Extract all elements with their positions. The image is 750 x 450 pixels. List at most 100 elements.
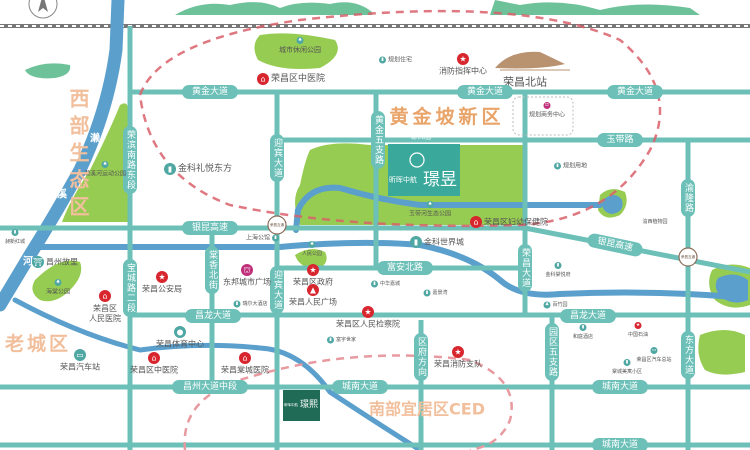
road-label[interactable]: 黄金大道 bbox=[182, 85, 238, 99]
road-label[interactable]: 区府方向 bbox=[414, 333, 428, 381]
park-area bbox=[25, 63, 71, 79]
road-label[interactable]: 东方大道 bbox=[681, 331, 695, 379]
poi-13[interactable]: ♣玉带河生态公园 bbox=[409, 201, 451, 218]
residence-icon bbox=[554, 262, 562, 269]
poi-0[interactable]: ♣城市休闲公园 bbox=[279, 37, 321, 54]
residence-icon bbox=[379, 56, 386, 64]
residence-icon-glyph: ▮ bbox=[168, 165, 172, 174]
poi-8[interactable]: ▮昶新红城 bbox=[5, 229, 25, 245]
poi-16[interactable]: ▮金科世界城 bbox=[410, 236, 464, 248]
poi-1[interactable]: ⌂荣昌区中医院 bbox=[257, 72, 325, 85]
poi-4[interactable]: ⛫规划商务中心 bbox=[529, 102, 565, 119]
poi-29[interactable]: ●荣昌体育中心 bbox=[156, 326, 204, 349]
project-box bbox=[283, 390, 320, 421]
road-name: 银昆高速 bbox=[192, 221, 228, 233]
poi-34[interactable]: ▮和庭酒店 bbox=[573, 324, 593, 340]
poi-label: 金科世界城 bbox=[424, 237, 464, 247]
poi-label: 富宇世家 bbox=[336, 336, 356, 343]
star-icon-glyph: ★ bbox=[365, 308, 372, 317]
poi-18[interactable]: ⛫东邦城市广场 bbox=[223, 264, 271, 287]
poi-25[interactable]: ▮嘉景湾 bbox=[423, 289, 448, 297]
road-label[interactable]: 黄金大道 bbox=[457, 85, 513, 99]
road-label[interactable]: 城南大道 bbox=[592, 380, 648, 394]
road-label[interactable]: 昌州大道中段 bbox=[172, 380, 248, 394]
road-name: 迎宾大道 bbox=[272, 137, 283, 178]
road-label[interactable]: 棠香北街 bbox=[205, 246, 219, 294]
poi-30[interactable]: ▭荣昌汽车站 bbox=[60, 349, 100, 372]
road-label[interactable]: 银昆高速 bbox=[182, 221, 238, 235]
road-label[interactable]: 黄金大道 bbox=[607, 85, 663, 99]
poi-3[interactable]: ★ 消防指挥中心 bbox=[439, 53, 487, 76]
poi-33[interactable]: ★荣昌消防支队 bbox=[434, 346, 482, 369]
road-label-pill bbox=[377, 261, 433, 275]
residence-icon bbox=[579, 324, 587, 331]
poi-21[interactable]: ▲荣昌人民广场 bbox=[289, 284, 337, 307]
road-label[interactable]: 昌龙大道 bbox=[185, 309, 241, 323]
poi-31[interactable]: ⌂荣昌区中医院 bbox=[130, 352, 178, 375]
road-name: 黄金大道 bbox=[192, 85, 228, 97]
road-name: 荣滨南路东段 bbox=[125, 129, 136, 190]
poi-7[interactable]: ♣濑溪河运动公园 bbox=[84, 161, 126, 178]
poi-10[interactable]: ♣海棠公园 bbox=[46, 279, 70, 296]
sports-icon bbox=[174, 326, 186, 338]
poi-19[interactable]: ▮瑞尔大酒店 bbox=[233, 300, 268, 308]
poi-6[interactable]: ▮金科礼悦东方 bbox=[164, 162, 232, 175]
road-label[interactable]: 昌龙大道 bbox=[560, 309, 616, 323]
star-icon-glyph: ★ bbox=[460, 55, 467, 64]
residence-icon-glyph: ▮ bbox=[14, 230, 17, 235]
road-label-pill bbox=[681, 179, 695, 217]
road-label[interactable]: 富安北路 bbox=[377, 261, 433, 275]
poi-35[interactable]: ★中国石油 bbox=[628, 322, 648, 338]
road-label[interactable]: 荣滨南路东段 bbox=[123, 126, 137, 194]
road-label[interactable]: 玉带路 bbox=[597, 133, 643, 147]
residence-icon-glyph: ▮ bbox=[582, 325, 585, 330]
poi-28[interactable]: ⌂荣昌区人民医院 bbox=[89, 290, 121, 323]
road-label-pill bbox=[270, 266, 284, 314]
residence-icon bbox=[164, 163, 176, 175]
road-label[interactable]: 渝隆路 bbox=[681, 179, 695, 217]
poi-27[interactable]: ♣百竹园 bbox=[543, 301, 568, 309]
poi-22[interactable]: ★荣昌区人民检察院 bbox=[336, 306, 400, 329]
poi-32[interactable]: ⌂荣昌棠城医院 bbox=[221, 352, 269, 375]
road-label[interactable]: 银昆高速 bbox=[586, 232, 644, 257]
road-label[interactable]: 黄金五支路 bbox=[371, 111, 385, 169]
interchange-icon bbox=[267, 215, 287, 235]
residence-icon-glyph: ▮ bbox=[274, 236, 277, 241]
poi-24[interactable]: ▮中华嘉城 bbox=[371, 280, 400, 288]
poi-26[interactable]: ▮金科棠悦府 bbox=[545, 262, 571, 278]
park-icon bbox=[308, 241, 316, 248]
road-label[interactable]: 园区五支路 bbox=[545, 323, 559, 381]
hospital-icon bbox=[239, 352, 251, 364]
poi-label: 昌州故里 bbox=[46, 257, 78, 267]
poi-36[interactable]: ▭荣昌区汽车总站 bbox=[636, 347, 672, 363]
road-label[interactable]: 城南大道 bbox=[592, 438, 648, 450]
park-area bbox=[254, 33, 338, 69]
road-label[interactable]: 城南大道 bbox=[332, 380, 388, 394]
poi-2[interactable]: ▮规划住宅 bbox=[379, 56, 412, 64]
poi-17[interactable]: ★荣昌公安局 bbox=[142, 271, 182, 294]
poi-15[interactable]: ♣人民公园 bbox=[302, 241, 322, 257]
road-name: 昌州大道中段 bbox=[183, 380, 237, 392]
road-label[interactable]: 迎宾大道 bbox=[270, 266, 284, 314]
poi-20[interactable]: ★荣昌区政府 bbox=[293, 264, 333, 287]
residence-icon bbox=[233, 300, 241, 308]
road-name: 区府方向 bbox=[416, 337, 427, 377]
road-name: 荣昌大道 bbox=[520, 247, 531, 288]
poi-37[interactable]: ▮棠城美寓小区 bbox=[612, 359, 642, 375]
poi-label: 濑溪河运动公园 bbox=[84, 170, 126, 178]
poi-5[interactable]: ▮规划用地 bbox=[554, 162, 587, 170]
poi-14[interactable]: ▮上海公馆 bbox=[246, 234, 279, 242]
poi-label: 消防指挥中心 bbox=[439, 66, 487, 76]
poi-9[interactable]: ⛩昌州故里 bbox=[32, 256, 78, 268]
project-name: 璟熙 bbox=[300, 399, 318, 410]
road-label-pill bbox=[185, 309, 241, 323]
poi-23[interactable]: ▮富宇世家 bbox=[327, 336, 356, 344]
road-label[interactable]: 迎宾大道 bbox=[270, 134, 284, 182]
poi-12[interactable]: 渝西植物园 bbox=[642, 218, 667, 225]
poi-11[interactable]: ⌂荣昌区妇幼保健院 bbox=[470, 216, 548, 228]
road-label[interactable]: 宝城路二段 bbox=[123, 259, 137, 317]
star-icon-glyph: ★ bbox=[159, 273, 166, 282]
road-name: 城南大道 bbox=[602, 380, 638, 392]
road-label[interactable]: 荣昌大道 bbox=[518, 244, 532, 292]
